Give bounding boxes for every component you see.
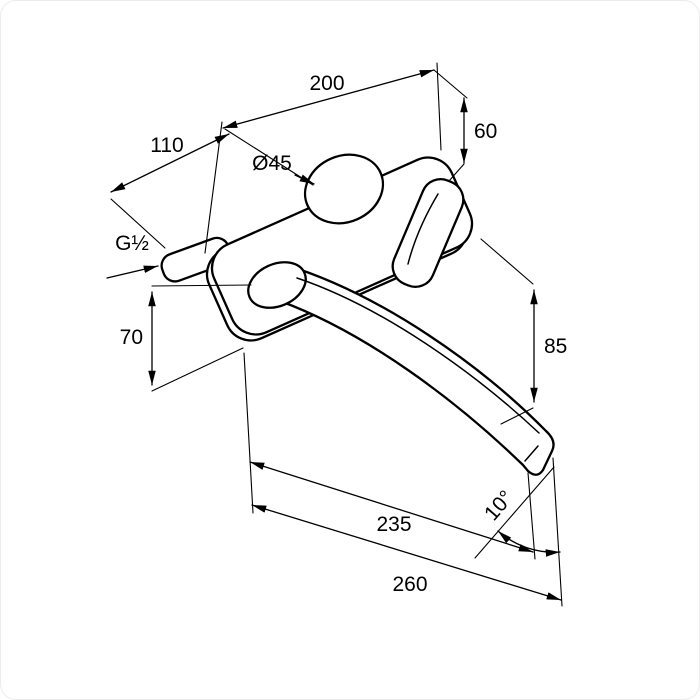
- label-plate-width: 200: [309, 72, 344, 95]
- leader-diameter-45: [294, 174, 315, 185]
- spout-escutcheon: [247, 261, 307, 309]
- dim-line-260: [251, 504, 562, 601]
- leader-thread-g12: [106, 265, 159, 279]
- ext-plate-right: [436, 62, 442, 151]
- dim-line-110: [110, 133, 230, 193]
- aerator-line: [524, 445, 539, 462]
- ext-85-bottom: [500, 407, 534, 425]
- label-spout-angle: 10°: [480, 486, 518, 525]
- handle-lever: [391, 178, 465, 288]
- dim-line-200: [222, 69, 435, 129]
- label-right-height: 85: [544, 335, 567, 358]
- ext-70-top: [151, 284, 252, 287]
- label-connection-thread: G½: [115, 232, 149, 255]
- cartridge-rosette: [303, 153, 385, 225]
- ext-tip-outer: [552, 457, 563, 607]
- label-left-height: 70: [120, 326, 143, 349]
- label-left-offset: 110: [150, 134, 183, 157]
- ext-110-right: [224, 128, 314, 186]
- ext-reach-left: [243, 352, 254, 514]
- label-rosette-diameter: Ø45: [252, 152, 292, 175]
- ext-60-top: [433, 69, 468, 99]
- label-spout-reach: 235: [376, 513, 411, 536]
- label-top-offset: 60: [474, 120, 497, 143]
- dimension-lines: [106, 69, 562, 601]
- spout-contour-line: [296, 277, 540, 434]
- ext-60-bottom: [448, 163, 465, 182]
- faucet-fixture: [160, 153, 555, 476]
- angle-arc-10: [497, 530, 561, 557]
- dimension-labels: 200 60 110 Ø45 G½ 70 85 235 260 10°: [115, 72, 567, 596]
- ext-85-top: [480, 238, 534, 285]
- label-overall-reach: 260: [392, 573, 427, 596]
- ext-110-left: [110, 198, 166, 249]
- ext-tip-inner: [527, 472, 536, 560]
- ext-70-bottom: [151, 347, 244, 392]
- handle-contour-line: [407, 193, 439, 265]
- spout: [261, 263, 555, 476]
